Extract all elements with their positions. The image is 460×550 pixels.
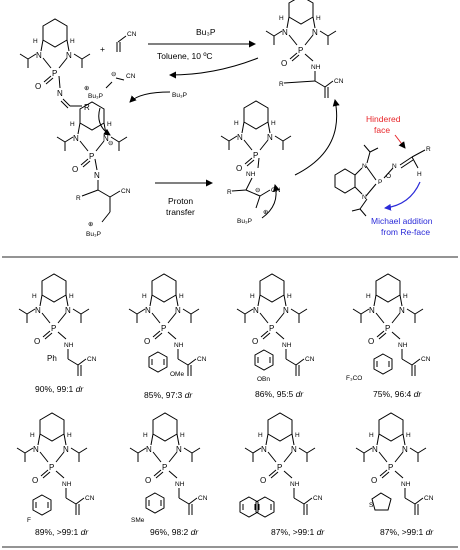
svg-text:⊕: ⊕: [88, 221, 94, 228]
svg-text:⊖: ⊖: [108, 140, 114, 147]
svg-text:transfer: transfer: [166, 207, 195, 217]
intermediate-2: NH R CN ⊖ Bu₃P ⊕: [220, 100, 292, 225]
svg-text:75%, 96:4 dr: 75%, 96:4 dr: [373, 389, 422, 399]
svg-text:89%, >99:1 dr: 89%, >99:1 dr: [35, 527, 89, 537]
stereo-model: Hindered face N N P O N R: [334, 114, 433, 237]
mechanism-panel: N R + CN Bu₃P Toluene, 10 ºC R: [19, 0, 433, 238]
svg-text:85%, 97:3 dr: 85%, 97:3 dr: [144, 390, 193, 400]
svg-text:R: R: [76, 195, 81, 202]
product-5: F 89%, >99:1 dr: [16, 412, 96, 537]
svg-text:CN: CN: [126, 73, 136, 80]
svg-text:R: R: [84, 103, 90, 112]
product-4: F₃CO 75%, 96:4 dr: [346, 273, 432, 399]
product-3: OBn 86%, 95:5 dr: [236, 273, 316, 399]
svg-text:F: F: [27, 517, 31, 524]
product-8: S 87%, >99:1 dr: [355, 412, 434, 537]
svg-text:N: N: [57, 89, 63, 98]
svg-text:Bu₃P: Bu₃P: [237, 218, 252, 225]
acrylonitrile: CN: [116, 31, 137, 52]
svg-text:R: R: [426, 146, 431, 153]
svg-text:N: N: [362, 194, 367, 201]
svg-text:OBn: OBn: [257, 376, 270, 383]
svg-text:R: R: [227, 189, 232, 196]
svg-text:SMe: SMe: [131, 517, 145, 524]
svg-text:86%, 95:5 dr: 86%, 95:5 dr: [255, 389, 304, 399]
product-6: SMe 96%, 98:2 dr: [129, 412, 209, 537]
reaction-arrow: Bu₃P Toluene, 10 ºC: [148, 27, 256, 61]
zwitterion: ⊖ CN Bu₃P ⊕: [84, 71, 136, 100]
hindered-face-label-1: Hindered: [366, 114, 401, 124]
product-top: R: [265, 0, 345, 99]
michael-label-2: from Re-face: [381, 227, 430, 237]
svg-text:Bu₃P: Bu₃P: [86, 231, 101, 238]
svg-text:⊖: ⊖: [111, 71, 117, 78]
hindered-face-label-2: face: [374, 125, 390, 135]
svg-text:N: N: [362, 163, 367, 170]
plus-sign: +: [100, 44, 105, 54]
product-1: Ph 90%, 99:1 dr: [18, 273, 98, 394]
svg-text:Bu₃P: Bu₃P: [88, 93, 103, 100]
product-scope: Ph 90%, 99:1 dr OMe 85%, 97:3 dr OBn 86%…: [16, 273, 434, 537]
svg-text:O: O: [386, 173, 391, 180]
svg-text:CN: CN: [121, 188, 131, 195]
reagent-top: Bu₃P: [196, 27, 216, 37]
svg-text:N: N: [392, 163, 397, 170]
starting-imine: N R: [19, 18, 91, 112]
svg-text:H: H: [417, 171, 422, 178]
svg-text:CN: CN: [127, 31, 137, 38]
svg-text:R: R: [279, 81, 284, 88]
svg-text:OMe: OMe: [170, 371, 184, 378]
svg-text:87%, >99:1 dr: 87%, >99:1 dr: [380, 527, 434, 537]
svg-text:Proton: Proton: [168, 196, 193, 206]
svg-text:N: N: [94, 171, 100, 180]
svg-text:87%, >99:1 dr: 87%, >99:1 dr: [271, 527, 325, 537]
svg-text:⊕: ⊕: [263, 209, 269, 216]
product-2: OMe 85%, 97:3 dr: [128, 273, 208, 400]
intermediate-1: ⊖ N R CN Bu₃P ⊕: [56, 101, 131, 238]
michael-label-1: Michael addition: [371, 216, 433, 226]
svg-text:S: S: [369, 502, 374, 509]
return-reagent: Bu₃P: [172, 92, 187, 99]
svg-text:P: P: [378, 179, 382, 186]
product-7: 87%, >99:1 dr: [239, 412, 325, 537]
conditions: Toluene, 10 ºC: [157, 51, 213, 61]
svg-text:Ph: Ph: [47, 354, 57, 363]
svg-text:⊕: ⊕: [84, 85, 90, 92]
svg-text:⊖: ⊖: [255, 187, 261, 194]
svg-text:90%, 99:1 dr: 90%, 99:1 dr: [35, 384, 84, 394]
svg-text:NH: NH: [246, 171, 256, 178]
svg-text:96%, 98:2 dr: 96%, 98:2 dr: [150, 527, 199, 537]
svg-text:F₃CO: F₃CO: [346, 375, 362, 382]
proton-transfer-arrow: Proton transfer: [155, 179, 213, 217]
